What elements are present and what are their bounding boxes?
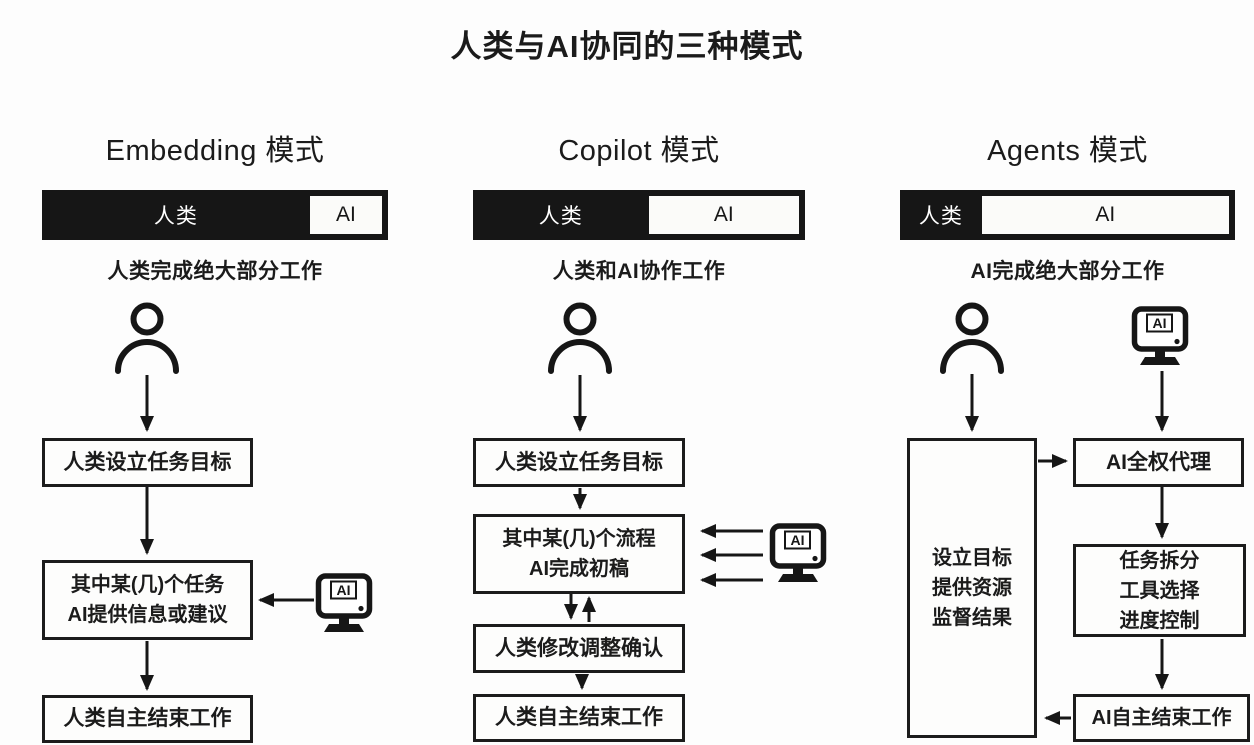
diagram-title: 人类与AI协同的三种模式 bbox=[450, 29, 804, 64]
ai-screen-label: AI bbox=[337, 582, 351, 598]
bar-human-segment: 人类 bbox=[45, 193, 307, 237]
flow-box-embedding-goal: 人类设立任务目标 bbox=[42, 438, 253, 487]
flow-box-agents-tasks: 任务拆分 工具选择 进度控制 bbox=[1073, 544, 1246, 637]
column-header-copilot: Copilot 模式 bbox=[558, 135, 720, 167]
ratio-bar-copilot: 人类 AI bbox=[473, 190, 805, 240]
flow-box-copilot-end: 人类自主结束工作 bbox=[473, 694, 685, 742]
ai-computer-icon: AI bbox=[315, 573, 373, 635]
column-header-agents: Agents 模式 bbox=[987, 135, 1148, 167]
bar-ai-segment: AI bbox=[978, 193, 1232, 237]
flow-box-copilot-review: 人类修改调整确认 bbox=[473, 624, 685, 673]
ratio-bar-embedding: 人类 AI bbox=[42, 190, 388, 240]
bar-ai-label: AI bbox=[713, 203, 734, 226]
person-icon bbox=[113, 302, 181, 374]
ai-computer-icon: AI bbox=[769, 523, 827, 585]
person-icon bbox=[546, 302, 614, 374]
flow-box-copilot-goal: 人类设立任务目标 bbox=[473, 438, 685, 487]
bar-human-segment: 人类 bbox=[903, 193, 979, 237]
flow-box-agents-end: AI自主结束工作 bbox=[1073, 694, 1250, 742]
ai-computer-icon: AI bbox=[1131, 306, 1189, 368]
column-caption-agents: AI完成绝大部分工作 bbox=[970, 260, 1165, 283]
bar-ai-segment: AI bbox=[645, 193, 802, 237]
bar-human-label: 人类 bbox=[918, 205, 963, 228]
bar-human-label: 人类 bbox=[153, 205, 198, 228]
person-icon bbox=[938, 302, 1006, 374]
bar-ai-label: AI bbox=[335, 203, 356, 226]
bar-ai-segment: AI bbox=[306, 193, 385, 237]
column-header-embedding: Embedding 模式 bbox=[105, 135, 325, 167]
column-caption-copilot: 人类和AI协作工作 bbox=[552, 260, 726, 283]
ratio-bar-agents: 人类 AI bbox=[900, 190, 1235, 240]
flow-box-embedding-end: 人类自主结束工作 bbox=[42, 695, 253, 743]
flow-box-agents-agent: AI全权代理 bbox=[1073, 438, 1244, 487]
ai-screen-label: AI bbox=[1153, 315, 1167, 331]
flow-box-agents-goal: 设立目标 提供资源 监督结果 bbox=[907, 438, 1037, 738]
ai-screen-label: AI bbox=[791, 532, 805, 548]
bar-ai-label: AI bbox=[1095, 203, 1116, 226]
bar-human-label: 人类 bbox=[538, 205, 583, 228]
flow-box-copilot-draft: 其中某(几)个流程 AI完成初稿 bbox=[473, 514, 685, 594]
column-caption-embedding: 人类完成绝大部分工作 bbox=[107, 260, 323, 283]
bar-human-segment: 人类 bbox=[476, 193, 646, 237]
flow-box-embedding-task: 其中某(几)个任务 AI提供信息或建议 bbox=[42, 560, 253, 640]
